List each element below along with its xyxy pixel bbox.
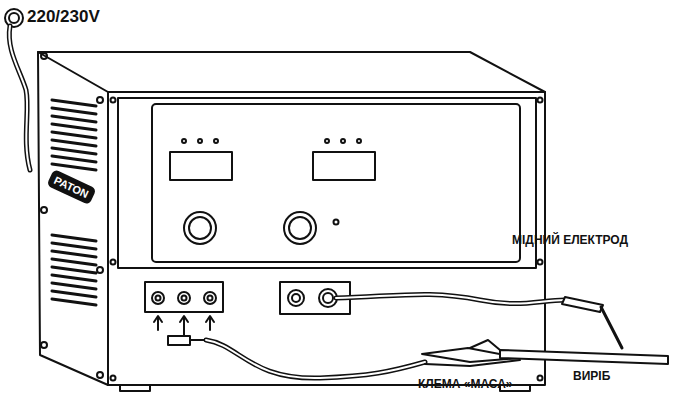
vent-slot [52,291,96,297]
vent-slot [52,259,96,265]
clamp-label: КЛЕМА «МАСА» [418,378,513,391]
vent-slot [52,140,96,146]
vent-slot [52,235,96,241]
vent-slot [52,108,96,114]
electrode-label: МІДНИЙ ЕЛЕКТРОД [512,234,628,247]
vent-slot [52,243,96,249]
vent-slot [52,100,96,106]
vent-slot [52,267,96,273]
vent-slot [52,164,96,170]
vent-slot [52,116,96,122]
vent-slot [52,124,96,130]
vent-slot [52,251,96,257]
vent-slot [52,132,96,138]
vent-slot [52,156,96,162]
workpiece-label: ВИРІБ [573,370,610,383]
vent-slot [52,148,96,154]
vent-slot [52,275,96,281]
voltage-label: 220/230V [27,8,100,27]
vent-slot [52,283,96,289]
vent-slot [52,299,96,305]
